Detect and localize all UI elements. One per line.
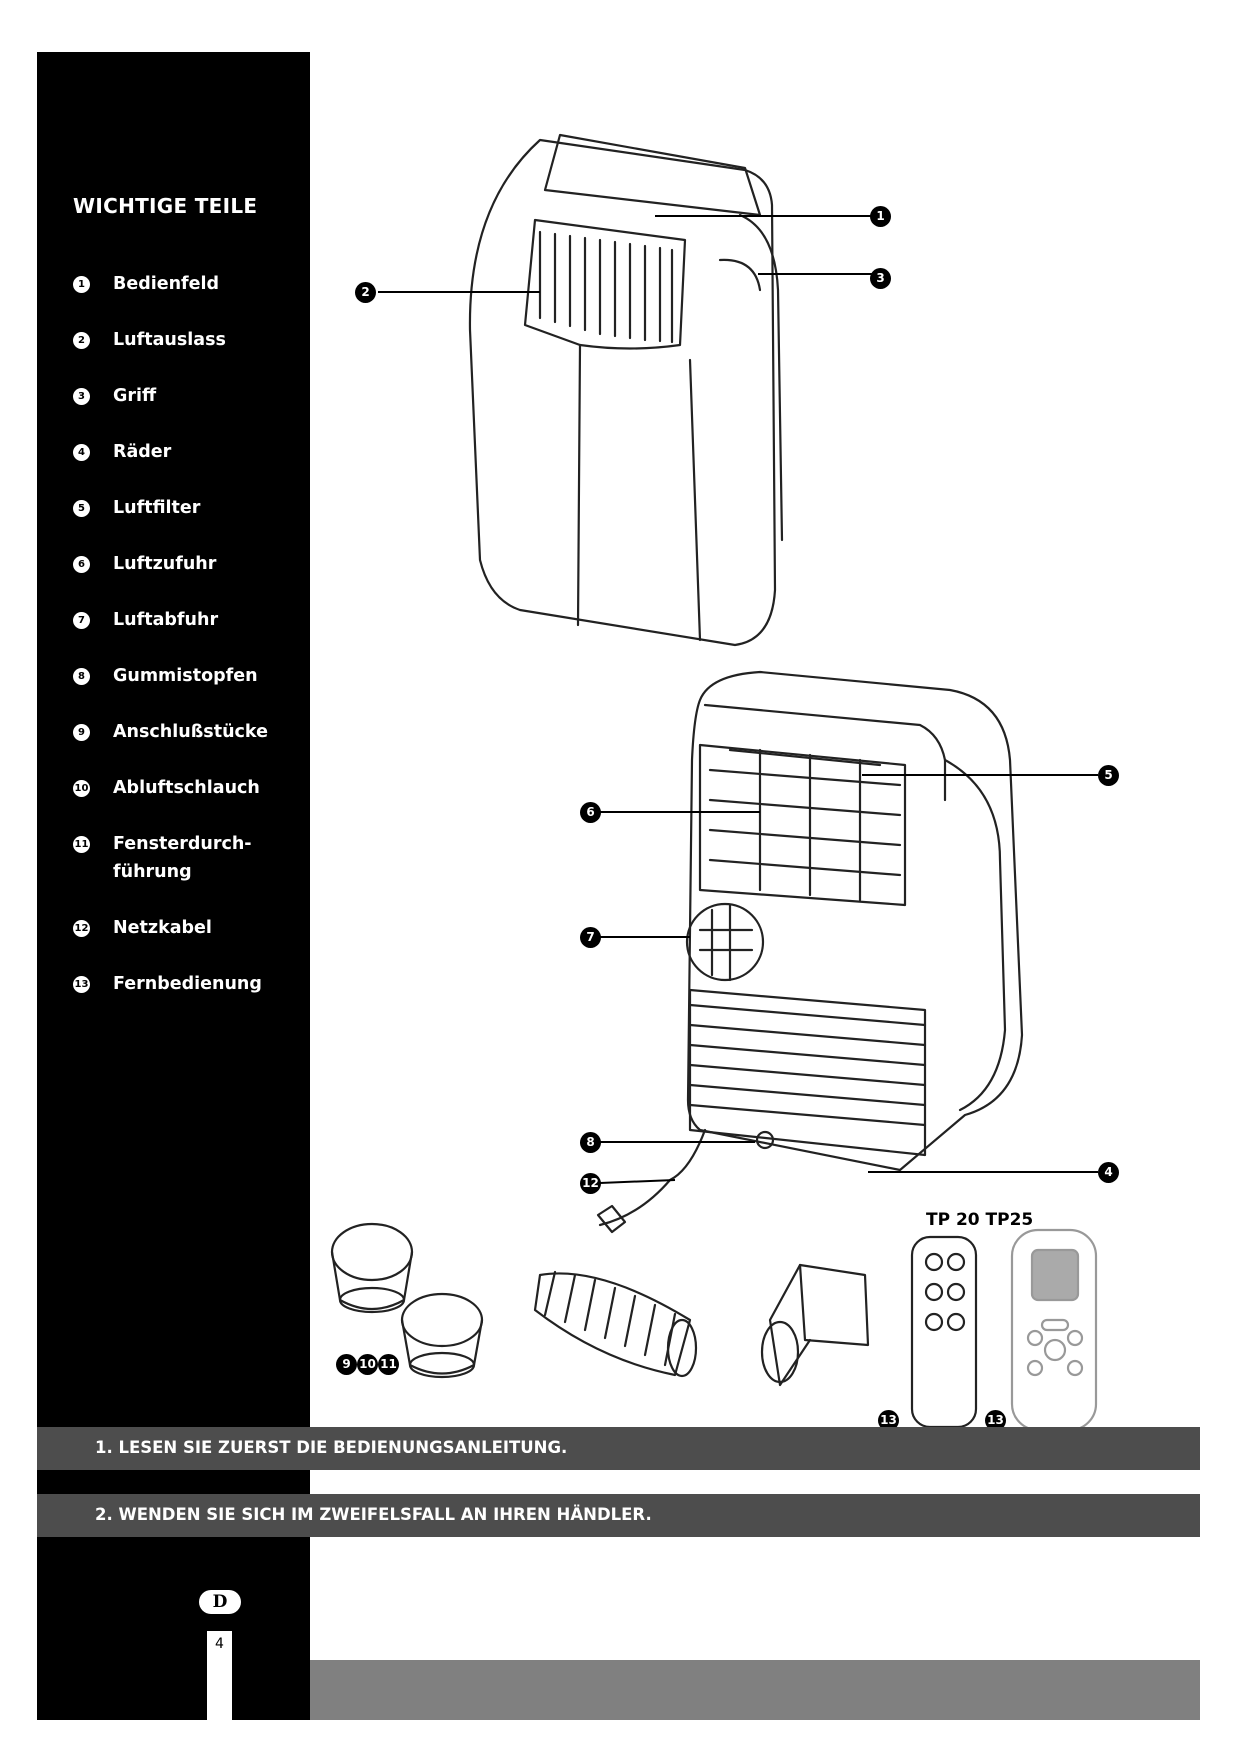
part-number: 13 xyxy=(73,976,90,993)
window-kit-drawing xyxy=(760,1263,870,1387)
callout-4: 4 xyxy=(1098,1162,1119,1183)
callout-1: 1 xyxy=(870,206,891,227)
part-number: 4 xyxy=(73,444,90,461)
callout-11: 11 xyxy=(378,1354,399,1375)
part-number: 6 xyxy=(73,556,90,573)
page-number-box: 4 xyxy=(207,1631,232,1720)
remote-control-alt-drawing xyxy=(1010,1228,1098,1432)
part-label: Gummistopfen xyxy=(113,666,258,686)
part-label: Räder xyxy=(113,442,172,462)
rear-unit-drawing xyxy=(596,670,1024,1234)
language-badge: D xyxy=(199,1590,241,1614)
part-label: Fernbedienung xyxy=(113,974,262,994)
part-number: 3 xyxy=(73,388,90,405)
part-label: Abluftschlauch xyxy=(113,778,260,798)
connector-pieces-drawing xyxy=(330,1222,484,1379)
part-number: 5 xyxy=(73,500,90,517)
sidebar-title: WICHTIGE TEILE xyxy=(73,194,258,218)
part-number: 2 xyxy=(73,332,90,349)
notice-banner-1: 1. LESEN SIE ZUERST DIE BEDIENUNGSANLEIT… xyxy=(37,1427,1200,1470)
notice-text-1: 1. LESEN SIE ZUERST DIE BEDIENUNGSANLEIT… xyxy=(95,1438,568,1457)
part-label: Luftzufuhr xyxy=(113,554,217,574)
callout-12: 12 xyxy=(580,1173,601,1194)
callout-3: 3 xyxy=(870,268,891,289)
footer-bar xyxy=(310,1660,1200,1720)
notice-text-2: 2. WENDEN SIE SICH IM ZWEIFELSFALL AN IH… xyxy=(95,1505,652,1524)
part-label: Fensterdurch- xyxy=(113,834,252,854)
part-number: 8 xyxy=(73,668,90,685)
part-number: 9 xyxy=(73,724,90,741)
part-number: 1 xyxy=(73,276,90,293)
callout-9: 9 xyxy=(336,1354,357,1375)
notice-banner-2: 2. WENDEN SIE SICH IM ZWEIFELSFALL AN IH… xyxy=(37,1494,1200,1537)
part-number: 10 xyxy=(73,780,90,797)
callout-5: 5 xyxy=(1098,765,1119,786)
callout-10: 10 xyxy=(357,1354,378,1375)
callout-6: 6 xyxy=(580,802,601,823)
part-label-continued: führung xyxy=(113,862,192,882)
callout-7: 7 xyxy=(580,927,601,948)
part-label: Luftabfuhr xyxy=(113,610,219,630)
part-label: Bedienfeld xyxy=(113,274,220,294)
part-number: 11 xyxy=(73,836,90,853)
callout-2: 2 xyxy=(355,282,376,303)
leader-lines xyxy=(378,215,1098,1184)
part-label: Anschlußstücke xyxy=(113,722,268,742)
exhaust-hose-drawing xyxy=(533,1270,698,1378)
page-number: 4 xyxy=(215,1636,224,1652)
remote-control-drawing xyxy=(910,1235,978,1429)
part-label: Luftfilter xyxy=(113,498,201,518)
part-number: 12 xyxy=(73,920,90,937)
callout-13: 13 xyxy=(878,1410,899,1431)
part-number: 7 xyxy=(73,612,90,629)
callout-13-alt: 13 xyxy=(985,1410,1006,1431)
callout-8: 8 xyxy=(580,1132,601,1153)
part-label: Luftauslass xyxy=(113,330,226,350)
model-label: TP 20 TP25 xyxy=(926,1210,1034,1230)
part-label: Griff xyxy=(113,386,157,406)
front-unit-drawing xyxy=(468,133,784,647)
part-label: Netzkabel xyxy=(113,918,212,938)
